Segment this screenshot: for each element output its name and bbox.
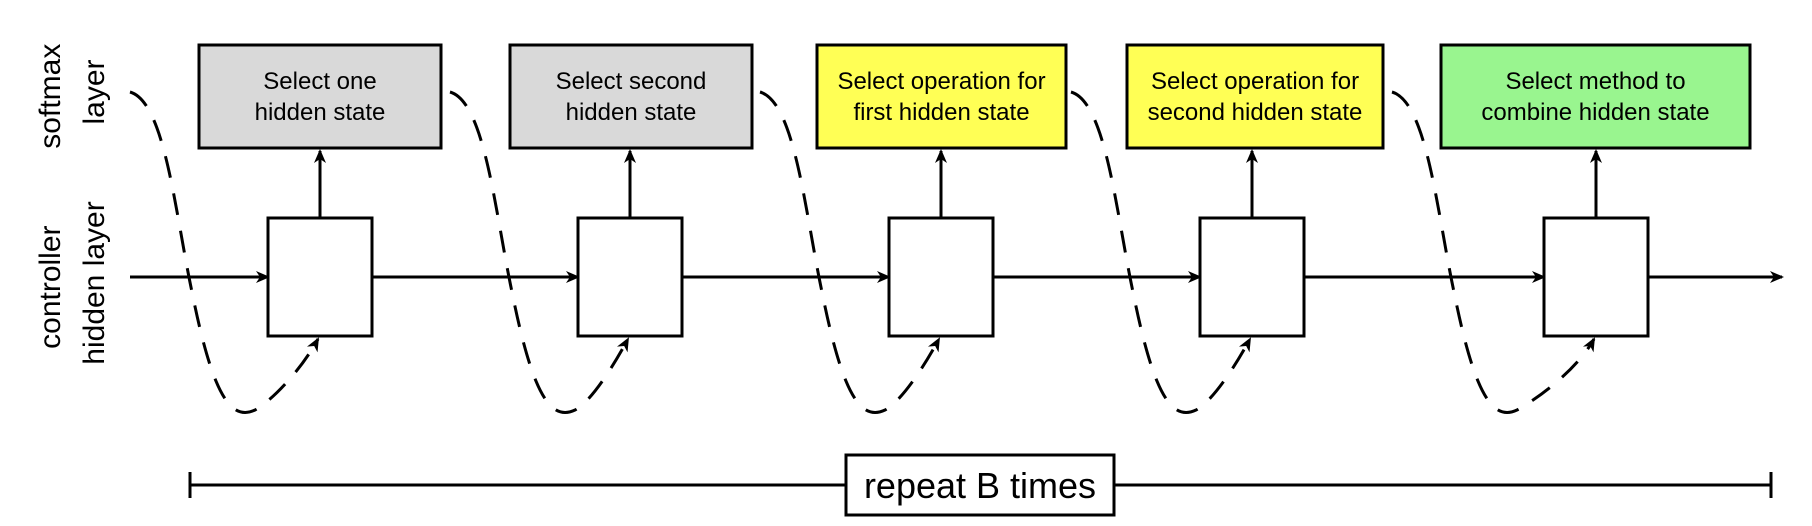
softmax-layer-label: softmax layer: [34, 35, 111, 148]
softmax-node: Select method to combine hidden state: [1439, 43, 1752, 150]
softmax-node-label: first hidden state: [853, 99, 1029, 126]
softmax-node-box: [197, 43, 443, 150]
hidden-cell: [576, 216, 684, 338]
softmax-node-label: second hidden state: [1148, 99, 1363, 126]
hidden-cell: [1542, 216, 1650, 338]
softmax-node: Select operation for second hidden state: [1125, 43, 1385, 150]
hidden-cell: [1198, 216, 1306, 338]
recurrence-curve: [759, 90, 941, 414]
recurrence-curve: [1070, 90, 1252, 414]
hidden-cell: [887, 216, 995, 338]
softmax-node-label: hidden state: [566, 99, 697, 126]
softmax-node: Select operation for first hidden state: [815, 43, 1068, 150]
controller-hidden-layer-label: controller hidden layer: [34, 201, 111, 364]
softmax-node-box: [508, 43, 754, 150]
recurrence-curve: [129, 90, 320, 414]
recurrence-curves: [129, 90, 1596, 414]
repeat-box: [844, 453, 1116, 517]
softmax-node-label: Select one: [263, 68, 376, 95]
repeat-bracket: repeat B times: [188, 453, 1773, 517]
softmax-node-box: [1125, 43, 1385, 150]
softmax-nodes: Select one hidden state Select second hidde…: [197, 43, 1752, 150]
softmax-node: Select one hidden state: [197, 43, 443, 150]
softmax-node-label: hidden state: [255, 99, 386, 126]
softmax-node-label: Select method to: [1505, 68, 1685, 95]
hidden-cell: [266, 216, 374, 338]
repeat-label: repeat B times: [864, 465, 1096, 506]
hidden-layer-cells: [266, 216, 1650, 338]
softmax-node-box: [815, 43, 1068, 150]
recurrence-curve: [1391, 90, 1596, 414]
softmax-node-box: [1439, 43, 1752, 150]
softmax-node: Select second hidden state: [508, 43, 754, 150]
softmax-node-label: combine hidden state: [1481, 99, 1709, 126]
softmax-node-label: Select operation for: [1151, 68, 1359, 95]
output-arrows: [314, 149, 1602, 218]
softmax-node-label: Select operation for: [837, 68, 1045, 95]
softmax-node-label: Select second: [556, 68, 707, 95]
recurrence-curve: [449, 90, 630, 414]
